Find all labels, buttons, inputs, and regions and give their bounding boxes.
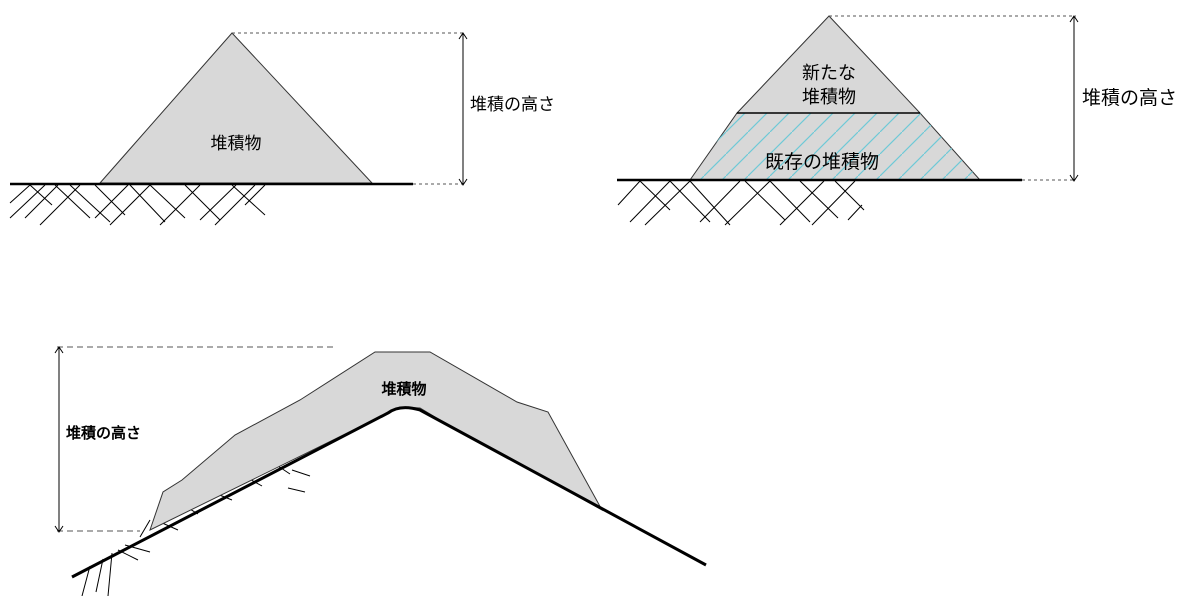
new-pile-label-line2: 堆積物 xyxy=(802,87,856,108)
new-pile-label-line1: 新たな xyxy=(802,63,856,84)
slope-line xyxy=(71,406,707,579)
pile-shape-1 xyxy=(98,32,374,184)
pile-label-1: 堆積物 xyxy=(211,134,262,154)
pile-shape-3 xyxy=(149,351,604,531)
existing-pile-hatch xyxy=(690,113,980,180)
pile-label-3: 堆積物 xyxy=(381,380,426,398)
height-arrow-3 xyxy=(54,346,64,533)
existing-pile-label: 既存の堆積物 xyxy=(765,151,879,173)
diagram-layered-pile: 新たな 堆積物 既存の堆積物 堆積の高さ xyxy=(617,15,1177,226)
ground-hatch-2 xyxy=(617,180,865,226)
height-label-3: 堆積の高さ xyxy=(66,424,141,442)
diagram-slope-pile: 堆積物 堆積の高さ xyxy=(54,346,707,596)
height-arrow-2 xyxy=(1069,15,1079,182)
diagram-simple-pile: 堆積物 堆積の高さ xyxy=(9,32,555,226)
height-label-1: 堆積の高さ xyxy=(470,95,555,115)
height-label-2: 堆積の高さ xyxy=(1082,87,1177,109)
ground-hatch-1 xyxy=(9,184,266,226)
height-arrow-1 xyxy=(458,32,468,186)
